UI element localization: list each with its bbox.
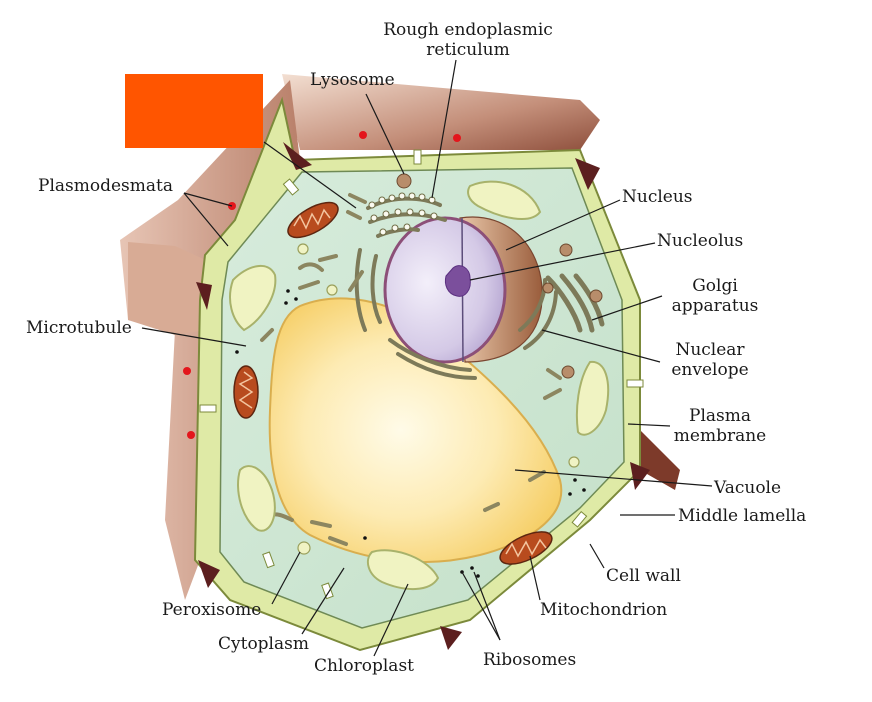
label-golgi: Golgi apparatus <box>671 276 759 316</box>
smooth-er-segments <box>260 193 562 546</box>
plasmodesmata-dots <box>183 131 461 439</box>
vesicles <box>396 173 603 379</box>
lysosome-body <box>396 173 412 189</box>
label-cytoplasm: Cytoplasm <box>218 634 309 654</box>
peroxisomes <box>297 243 580 555</box>
neighbour-cell-right <box>640 430 680 490</box>
label-lysosome: Lysosome <box>310 70 395 90</box>
mitochondria-cristae <box>238 208 547 558</box>
er-ribosome-dots <box>368 192 438 236</box>
label-vacuole: Vacuole <box>714 478 782 498</box>
label-mitochondrion: Mitochondrion <box>540 600 668 620</box>
label-middle-lamella: Middle lamella <box>678 506 807 526</box>
label-microtubule: Microtubule <box>26 318 132 338</box>
leader-lines <box>141 59 713 657</box>
nucleus <box>383 216 543 364</box>
chloroplasts <box>229 180 610 591</box>
ribosome-dots <box>235 289 586 578</box>
label-plasma-membrane: Plasma membrane <box>673 406 767 446</box>
label-peroxisome: Peroxisome <box>162 600 262 620</box>
label-ribosomes: Ribosomes <box>483 650 577 670</box>
label-rough-er: Rough endoplasmic reticulum <box>383 20 553 60</box>
middle-lamella-wedges <box>196 142 650 650</box>
neighbour-cell-top <box>282 74 600 150</box>
label-cell-wall: Cell wall <box>606 566 681 586</box>
nucleolus <box>444 265 471 297</box>
label-nucleolus: Nucleolus <box>657 231 744 251</box>
redaction-box <box>125 74 263 148</box>
label-nuclear-envelope: Nuclear envelope <box>671 340 749 380</box>
label-chloroplast: Chloroplast <box>314 656 414 676</box>
label-nucleus: Nucleus <box>622 187 693 207</box>
label-plasmodesmata: Plasmodesmata <box>38 176 173 196</box>
